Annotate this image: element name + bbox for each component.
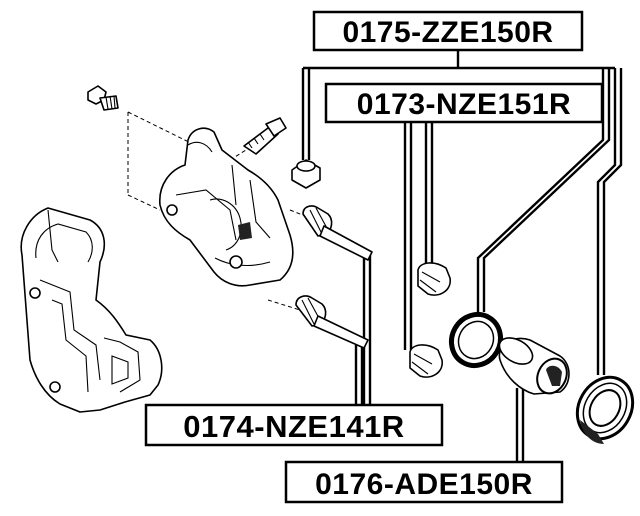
label-guide-boot: 0173-NZE151R <box>324 82 604 124</box>
label-piston-kit-text: 0176-ADE150R <box>315 468 533 501</box>
bolt-drawing <box>243 117 287 155</box>
caliper-body-drawing <box>159 127 294 287</box>
dust-boot-drawing <box>575 375 635 444</box>
piston-seal-drawing <box>448 311 504 369</box>
label-piston-kit: 0176-ADE150R <box>284 460 564 504</box>
label-caliper-kit: 0175-ZZE150R <box>312 10 584 52</box>
bleeder-screw-drawing <box>87 85 119 111</box>
label-guide-boot-text: 0173-NZE151R <box>357 88 571 121</box>
label-caliper-kit-text: 0175-ZZE150R <box>342 16 553 49</box>
bolt-cap-drawing <box>291 159 321 189</box>
leader-lines <box>301 48 623 462</box>
label-guide-pin: 0174-NZE141R <box>144 403 444 447</box>
label-guide-pin-text: 0174-NZE141R <box>183 409 404 444</box>
piston-drawing <box>498 337 570 395</box>
guide-boot-lower-drawing <box>409 344 443 378</box>
guide-pin-upper-drawing <box>302 205 373 261</box>
guide-pin-lower-drawing <box>295 295 369 349</box>
caliper-bracket-drawing <box>20 207 163 413</box>
guide-boot-upper-drawing <box>417 262 451 296</box>
